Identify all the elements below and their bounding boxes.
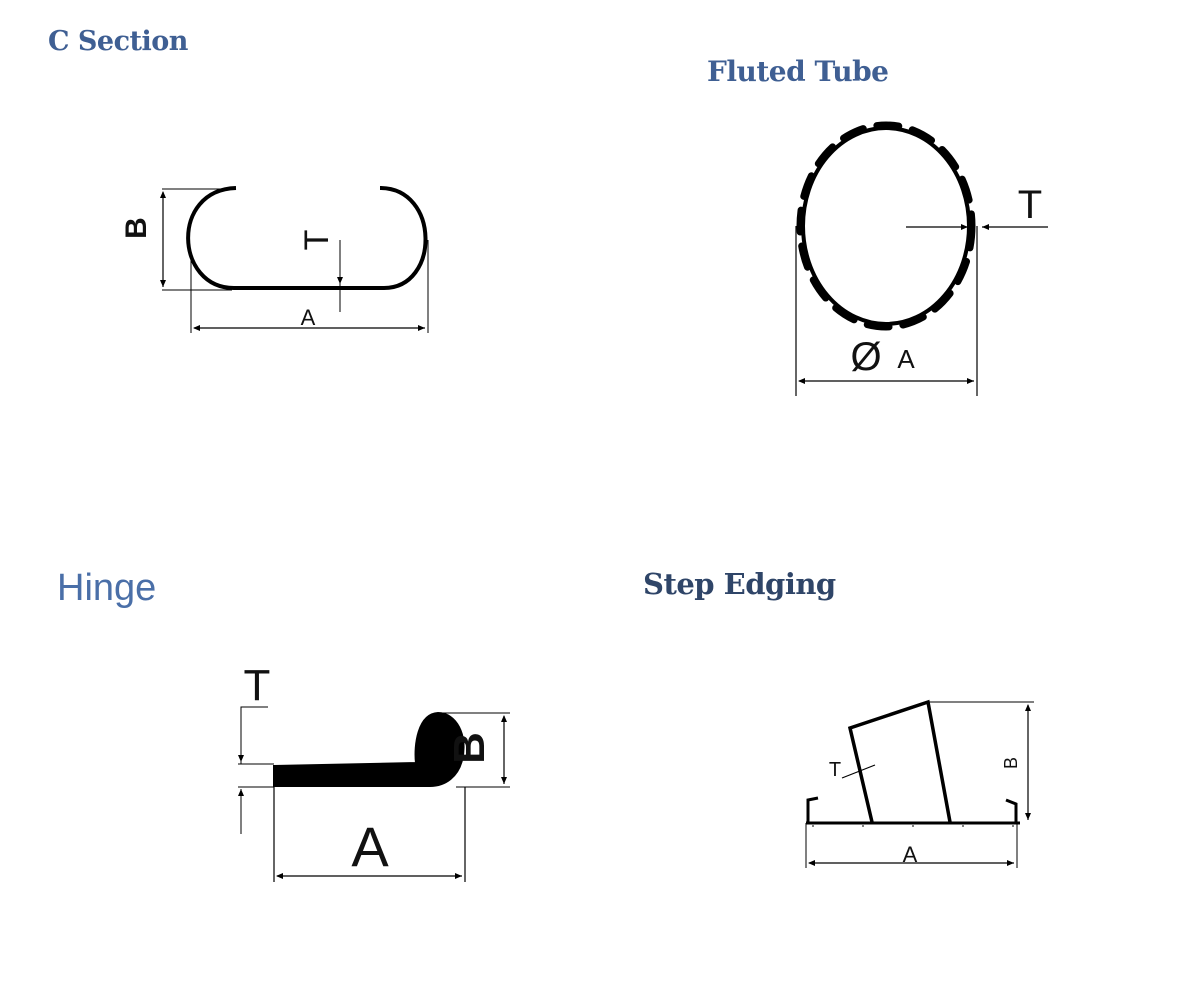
hinge-dim-a: A bbox=[351, 815, 389, 878]
step-edging-dim-b: B bbox=[1001, 757, 1021, 769]
hinge-drawing: B T A bbox=[238, 661, 510, 882]
c-section-drawing: B A T bbox=[120, 186, 429, 333]
fluted-tube-dim-t: T bbox=[1018, 183, 1042, 227]
step-edging-left-hook bbox=[806, 796, 819, 822]
step-edging-profile bbox=[847, 699, 952, 823]
step-edging-drawing: T B A bbox=[805, 699, 1034, 868]
hinge-dim-t: T bbox=[244, 661, 271, 710]
c-section-profile bbox=[186, 186, 428, 290]
hinge-profile bbox=[273, 711, 465, 787]
c-section-title: C Section bbox=[48, 26, 188, 57]
fluted-tube-outer-flutes bbox=[796, 121, 976, 331]
c-section-dim-b: B bbox=[120, 217, 153, 239]
step-edging-right-hook bbox=[1005, 798, 1018, 822]
c-section-dim-t: T bbox=[298, 230, 336, 251]
fluted-tube-profile bbox=[801, 126, 971, 326]
fluted-tube-dim-diameter: Ø bbox=[850, 335, 881, 379]
hinge-dim-b: B bbox=[445, 732, 494, 764]
step-edging-dim-t: T bbox=[829, 759, 841, 781]
step-edging-dim-a: A bbox=[903, 842, 918, 867]
step-edging-title: Step Edging bbox=[643, 567, 836, 601]
fluted-tube-drawing: T Ø A bbox=[795, 121, 1048, 396]
c-section-dim-a: A bbox=[301, 305, 316, 330]
fluted-tube-dim-a: A bbox=[897, 344, 915, 374]
hinge-title: Hinge bbox=[57, 567, 157, 609]
fluted-tube-title: Fluted Tube bbox=[707, 55, 889, 88]
